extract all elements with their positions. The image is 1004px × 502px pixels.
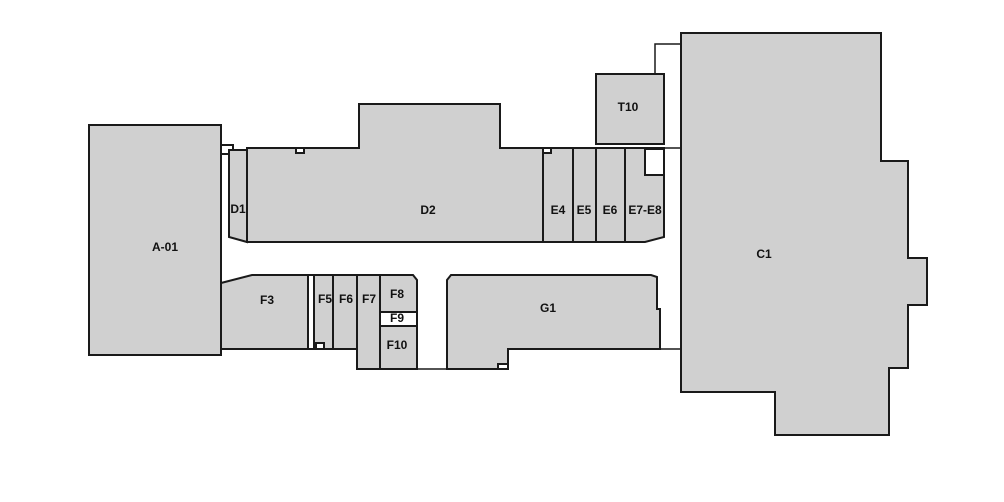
unit-label: E6 <box>603 203 618 217</box>
unit-c1[interactable]: C1 <box>680 32 928 436</box>
unit-label: F7 <box>362 292 376 306</box>
unit-label: F8 <box>390 287 404 301</box>
unit-f5[interactable]: F5 <box>313 274 334 350</box>
unit-e5[interactable]: E5 <box>572 147 597 243</box>
unit-label: E7-E8 <box>628 203 662 217</box>
unit-e6[interactable]: E6 <box>595 147 626 243</box>
unit-f3[interactable]: F3 <box>220 274 309 350</box>
unit-label: F6 <box>339 292 353 306</box>
unit-label: E5 <box>577 203 592 217</box>
unit-label: C1 <box>756 247 772 261</box>
unit-d1[interactable]: D1 <box>228 149 248 244</box>
unit-f6[interactable]: F6 <box>332 274 358 350</box>
unit-f7[interactable]: F7 <box>356 274 381 370</box>
unit-label: F9 <box>390 311 404 325</box>
unit-t10[interactable]: T10 <box>595 73 665 145</box>
unit-label: A-01 <box>152 240 178 254</box>
unit-e7-e8[interactable]: E7-E8 <box>624 147 665 243</box>
unit-f9[interactable]: F9 <box>379 311 418 327</box>
unit-g1[interactable]: G1 <box>446 274 661 370</box>
unit-label: F10 <box>387 338 408 352</box>
unit-label: F5 <box>318 292 332 306</box>
unit-f8[interactable]: F8 <box>379 274 418 313</box>
unit-label: D1 <box>230 202 246 216</box>
unit-f10[interactable]: F10 <box>379 325 418 370</box>
unit-label: G1 <box>540 301 556 315</box>
unit-label: F3 <box>260 293 274 307</box>
unit-d2[interactable]: D2 <box>246 103 544 243</box>
unit-label: D2 <box>420 203 436 217</box>
unit-label: E4 <box>551 203 566 217</box>
unit-label: T10 <box>618 100 639 114</box>
unit-e4[interactable]: E4 <box>542 147 574 243</box>
unit-a01[interactable]: A-01 <box>88 124 222 356</box>
